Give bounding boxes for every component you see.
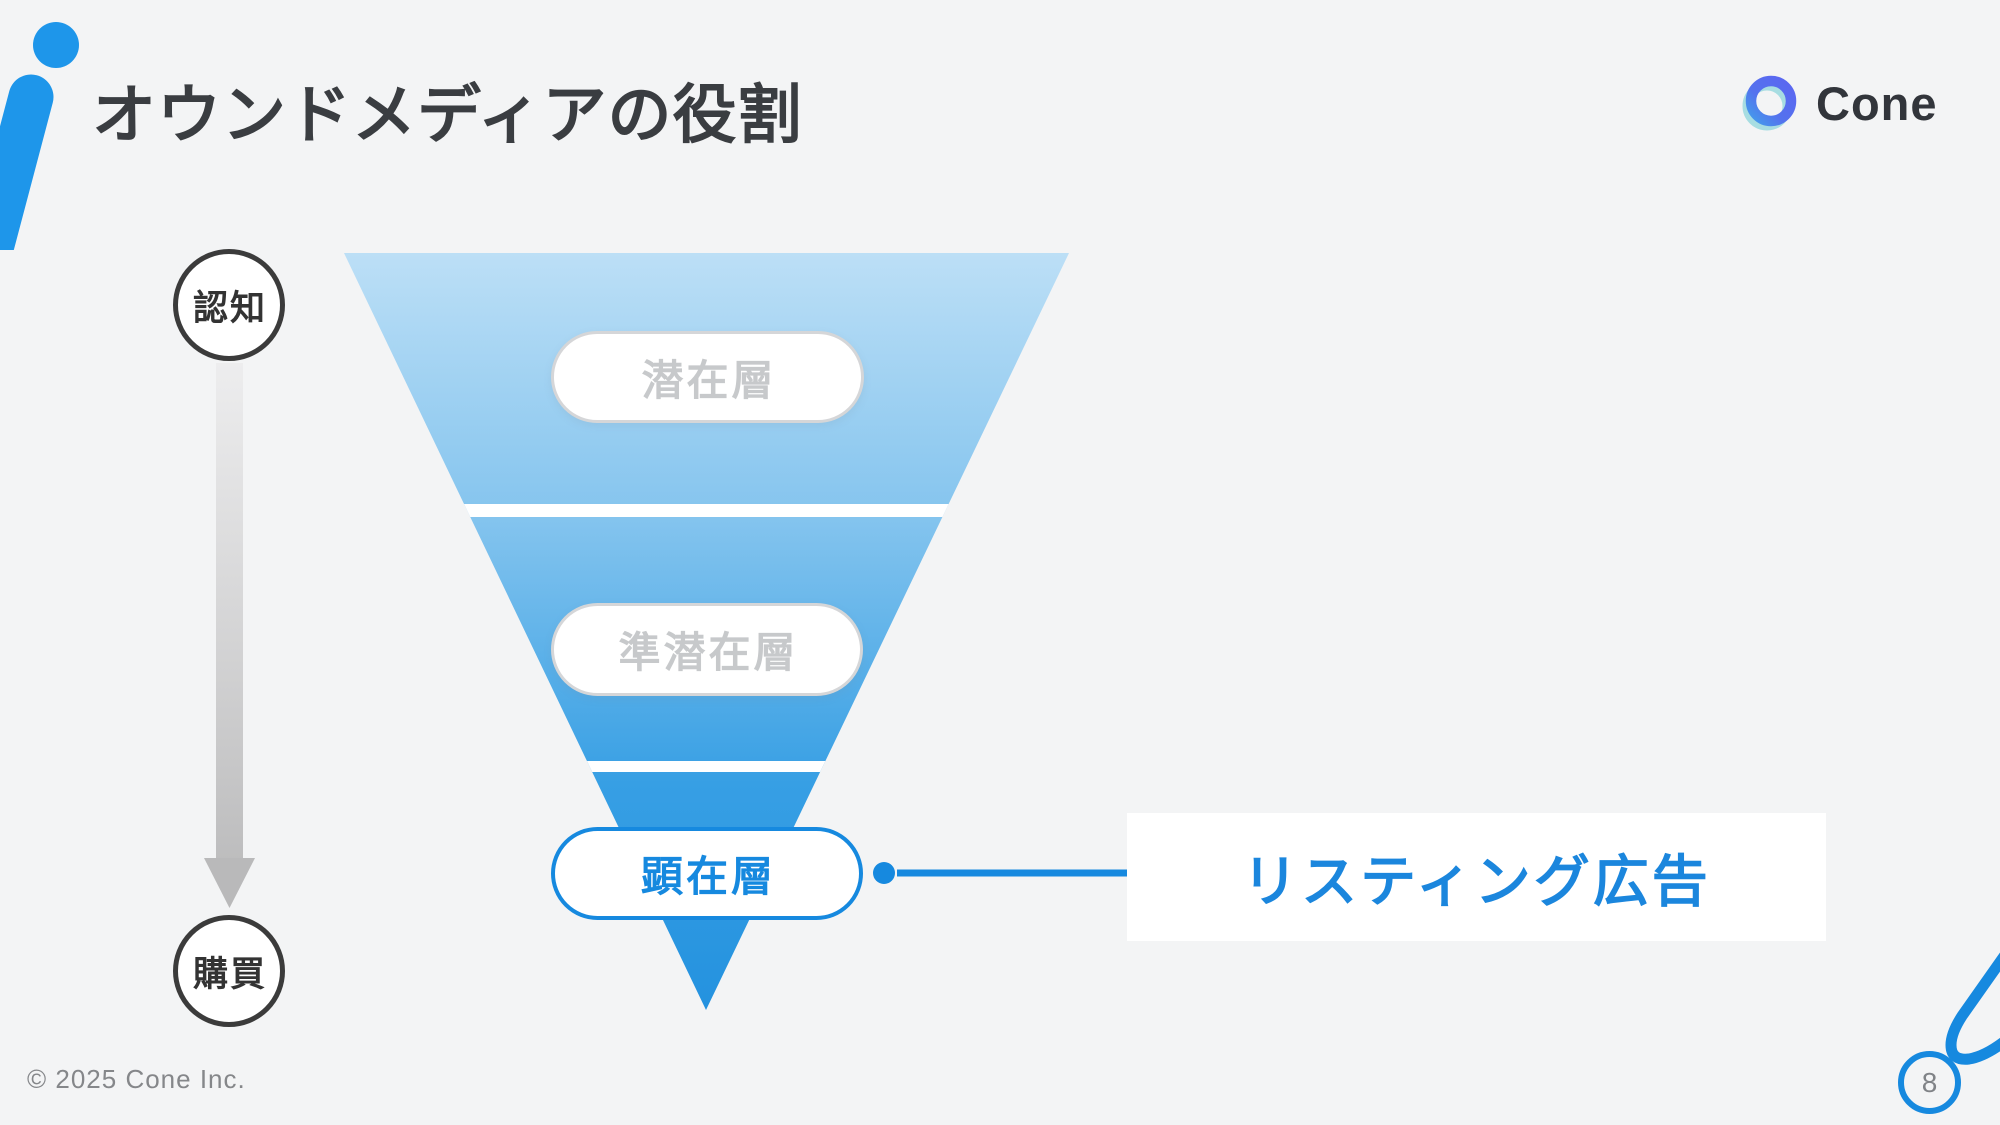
page-number: 8 bbox=[1921, 1066, 1938, 1098]
cone-logo-icon bbox=[1742, 75, 1797, 131]
page-number-badge: 8 bbox=[1898, 1051, 1961, 1114]
logo: Cone bbox=[1742, 72, 1938, 134]
stage-circle-purchase-label: 購買 bbox=[192, 954, 267, 994]
stage-circle-purchase: 購買 bbox=[173, 915, 285, 1027]
corner-hook-decoration-icon bbox=[1945, 952, 2000, 1065]
funnel-stage-latent-label: 潜在層 bbox=[641, 356, 777, 404]
stage-circle-awareness-label: 認知 bbox=[192, 288, 267, 328]
corner-brand-mark-icon bbox=[0, 22, 79, 250]
stage-circle-awareness: 認知 bbox=[173, 249, 285, 361]
funnel-stage-manifest-label: 顕在層 bbox=[640, 853, 776, 900]
down-arrow-icon bbox=[204, 858, 255, 908]
page-title: オウンドメディアの役割 bbox=[92, 79, 803, 151]
funnel-divider-2 bbox=[344, 761, 1069, 772]
annotation-listing-ads-label: リスティング広告 bbox=[1242, 849, 1711, 913]
funnel-divider-1 bbox=[344, 504, 1069, 517]
down-arrow-shaft bbox=[216, 363, 243, 860]
logo-text: Cone bbox=[1816, 76, 1938, 130]
connector-dot bbox=[873, 862, 895, 884]
footer-copyright: © 2025 Cone Inc. bbox=[27, 1064, 246, 1094]
annotation-listing-ads: リスティング広告 bbox=[1127, 813, 1826, 941]
funnel-stage-latent: 潜在層 bbox=[551, 331, 864, 423]
funnel-stage-manifest: 顕在層 bbox=[551, 827, 863, 920]
funnel-stage-semi-latent: 準潜在層 bbox=[551, 603, 863, 696]
funnel-stage-semi-latent-label: 準潜在層 bbox=[618, 629, 799, 676]
